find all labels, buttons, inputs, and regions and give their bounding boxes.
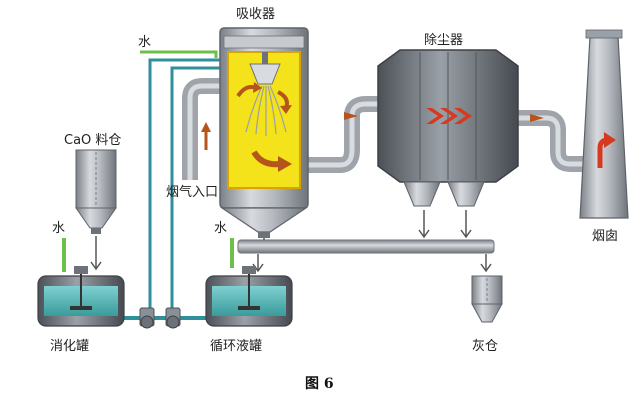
label-slaking-tank: 消化罐 xyxy=(50,339,89,354)
ash-bin xyxy=(471,275,503,323)
chimney xyxy=(579,29,629,219)
pump xyxy=(139,307,155,329)
label-circulation-tank: 循环液罐 xyxy=(210,339,262,354)
pump xyxy=(165,307,181,329)
label-water-left: 水 xyxy=(52,221,65,236)
label-water-mid: 水 xyxy=(214,221,227,236)
label-cao-silo: CaO 料仓 xyxy=(64,133,121,148)
label-absorber: 吸收器 xyxy=(236,7,275,22)
label-chimney: 烟囱 xyxy=(592,229,618,244)
dust-collector xyxy=(377,49,519,207)
flue-inlet-arrow xyxy=(201,122,211,150)
label-flue-inlet: 烟气入口 xyxy=(166,184,218,200)
pipe-network xyxy=(62,50,588,320)
absorber-vessel xyxy=(219,27,309,238)
figure-caption: 图 6 xyxy=(305,376,334,392)
label-dust-collector: 除尘器 xyxy=(424,33,463,48)
cao-silo xyxy=(75,149,117,234)
slaking-tank xyxy=(37,266,125,327)
label-ash-bin: 灰仓 xyxy=(472,339,498,354)
drop-arrows xyxy=(90,210,492,273)
label-water-top: 水 xyxy=(138,35,151,50)
circulation-tank xyxy=(205,266,293,327)
duct-flow-arrows xyxy=(344,112,544,122)
